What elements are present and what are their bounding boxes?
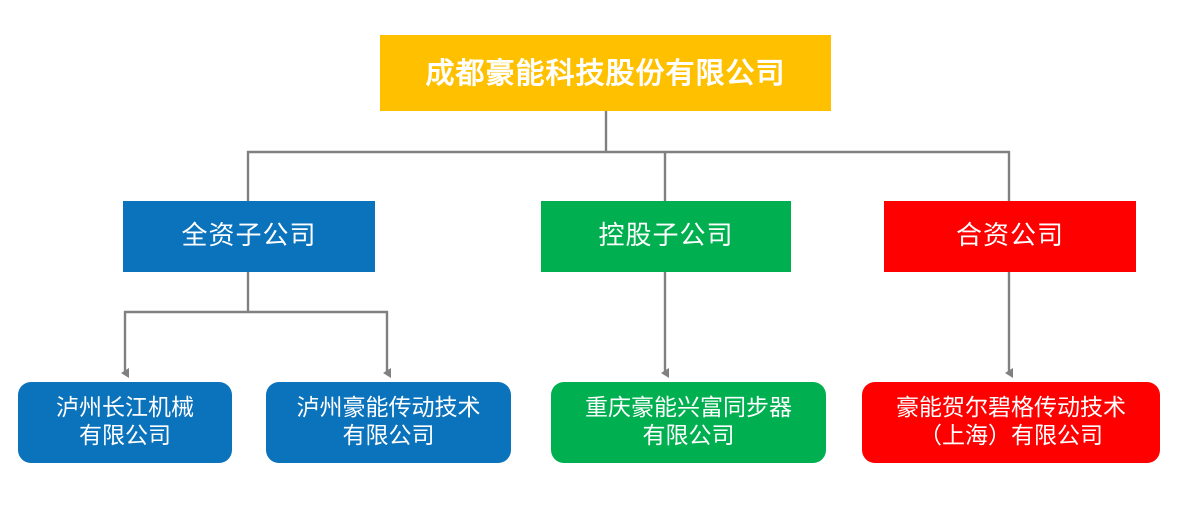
node-subsidiary-chongqing-xingfu[interactable]: 重庆豪能兴富同步器 有限公司 (551, 382, 826, 463)
node-parent-company[interactable]: 成都豪能科技股份有限公司 (380, 35, 831, 111)
node-subsidiary-chongqing-xingfu-label: 重庆豪能兴富同步器 有限公司 (585, 395, 792, 449)
node-category-holding[interactable]: 控股子公司 (541, 201, 791, 272)
node-category-joint-venture-label: 合资公司 (955, 221, 1064, 252)
node-subsidiary-haoneng-hoerbiger[interactable]: 豪能贺尔碧格传动技术 （上海）有限公司 (862, 382, 1160, 463)
node-parent-company-label: 成都豪能科技股份有限公司 (425, 55, 786, 90)
node-subsidiary-haoneng-hoerbiger-label: 豪能贺尔碧格传动技术 （上海）有限公司 (896, 395, 1126, 449)
node-subsidiary-luzhou-changjiang-label: 泸州长江机械 有限公司 (56, 395, 194, 449)
node-category-holding-label: 控股子公司 (598, 221, 734, 252)
node-category-joint-venture[interactable]: 合资公司 (884, 201, 1136, 272)
node-category-wholly-owned[interactable]: 全资子公司 (123, 201, 375, 272)
node-subsidiary-luzhou-haoneng-label: 泸州豪能传动技术 有限公司 (296, 395, 481, 449)
node-subsidiary-luzhou-haoneng[interactable]: 泸州豪能传动技术 有限公司 (266, 382, 511, 463)
node-category-wholly-owned-label: 全资子公司 (181, 221, 317, 252)
node-subsidiary-luzhou-changjiang[interactable]: 泸州长江机械 有限公司 (18, 382, 232, 463)
